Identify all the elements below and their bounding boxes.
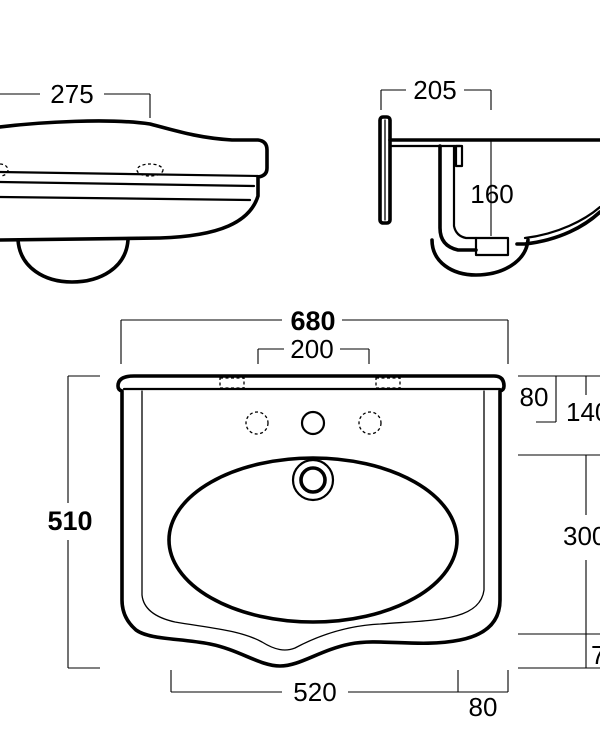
front-tap-hole-left xyxy=(0,163,9,177)
side-trap-bulb xyxy=(430,238,530,277)
dim-205-label: 205 xyxy=(413,75,456,105)
dim-80-bottom-label: 80 xyxy=(469,692,498,722)
plan-view: 680 200 510 520 xyxy=(47,306,600,722)
front-basin-outline xyxy=(0,119,269,242)
front-pedestal-bulb xyxy=(16,238,130,284)
waste-outer-ring xyxy=(291,458,335,502)
front-base-line xyxy=(0,195,252,202)
tap-hole-left xyxy=(245,411,269,435)
front-tap-hole-right xyxy=(136,163,164,177)
front-rim-line-lower xyxy=(0,180,256,188)
tap-hole-centre xyxy=(300,410,326,436)
wall-bracket xyxy=(378,115,392,225)
dim-680-label: 680 xyxy=(290,306,335,336)
dim-275-label: 275 xyxy=(50,79,93,109)
dim-520-label: 520 xyxy=(293,677,336,707)
side-elevation-view: 205 160 xyxy=(378,75,600,277)
plan-tap-mark-left xyxy=(219,377,245,389)
dim-510-label: 510 xyxy=(47,506,92,536)
dim-140-label: 140 xyxy=(566,397,600,427)
plan-bowl xyxy=(167,456,459,624)
plan-tap-mark-right xyxy=(375,377,401,389)
waste-connector xyxy=(454,144,464,168)
dim-160-label: 160 xyxy=(470,179,513,209)
waste-fitting xyxy=(474,236,510,257)
dim-80-right-label: 80 xyxy=(520,382,549,412)
dim-7-label: 7 xyxy=(591,640,600,670)
tap-hole-right xyxy=(358,411,382,435)
waste-pipe-outer xyxy=(438,144,478,252)
front-elevation-view: 275 xyxy=(0,79,269,284)
front-rim-line xyxy=(0,170,260,178)
plan-inner-ledge xyxy=(141,390,485,651)
plan-basin-outline xyxy=(116,374,506,668)
waste-inner-ring xyxy=(299,466,327,494)
waste-pipe-inner xyxy=(452,144,478,240)
side-bowl-curve-inner xyxy=(523,205,600,240)
dim-300-label: 300 xyxy=(563,521,600,551)
dim-200-label: 200 xyxy=(290,334,333,364)
